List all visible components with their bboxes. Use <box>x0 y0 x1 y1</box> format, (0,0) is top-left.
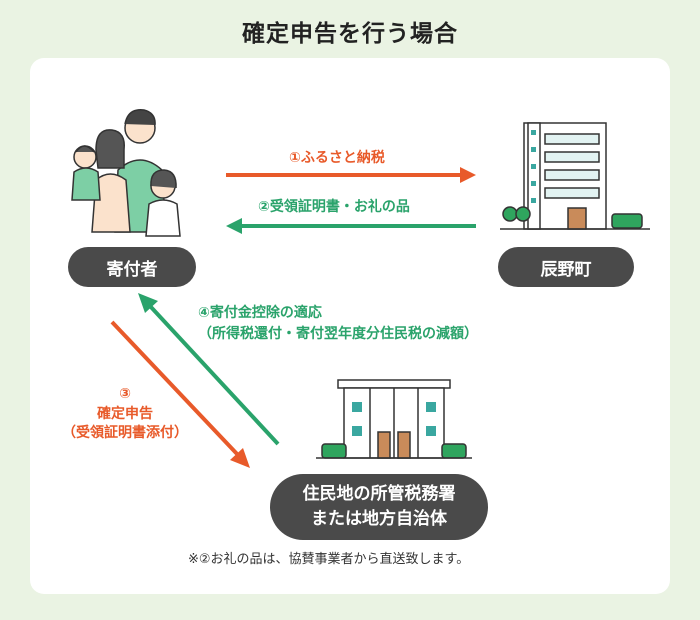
office-hedge-right <box>441 443 467 459</box>
arrow-step4 <box>138 293 280 446</box>
tax-office-node: 住民地の所管税務署 または地方自治体 <box>270 474 488 540</box>
office-door-left <box>377 431 391 459</box>
step3-label: ③ 確定申告 （受領証明書添付） <box>40 385 210 444</box>
step3-number: ③ <box>119 386 131 402</box>
arrow-step3 <box>110 320 250 468</box>
office-line1: 住民地の所管税務署 <box>302 484 456 505</box>
town-building-illustration <box>500 122 650 230</box>
town-tree-right <box>515 206 531 222</box>
town-tree-left <box>502 206 518 222</box>
family-illustration <box>71 109 181 237</box>
footnote: ※②お礼の品は、協賛事業者から直送致します。 <box>188 552 470 567</box>
town-hedge <box>611 213 643 229</box>
tax-office-illustration <box>316 379 472 459</box>
step3-line2: （受領証明書添付） <box>62 425 188 442</box>
step4-label-line2: （所得税還付・寄付翌年度分住民税の減額） <box>198 326 478 342</box>
baby-hair <box>75 145 95 153</box>
step2-label: ②受領証明書・お礼の品 <box>258 199 410 215</box>
office-hedge-left <box>321 443 347 459</box>
arrow-step1 <box>226 167 476 183</box>
town-node: 辰野町 <box>498 247 634 287</box>
step3-line1: 確定申告 <box>97 405 153 422</box>
child-hair <box>150 169 177 189</box>
baby-body <box>71 167 101 201</box>
donor-node: 寄付者 <box>68 247 196 287</box>
office-door-right <box>397 431 411 459</box>
office-line2: または地方自治体 <box>311 509 447 529</box>
town-door <box>567 207 587 230</box>
father-hair <box>124 109 156 126</box>
arrow-step2 <box>226 218 476 234</box>
step4-label-line1: ④寄付金控除の適応 <box>198 305 322 321</box>
child-body <box>145 199 181 237</box>
step1-label: ①ふるさと納税 <box>289 150 385 166</box>
page-title: 確定申告を行う場合 <box>242 21 458 47</box>
mother-hair <box>95 129 125 169</box>
